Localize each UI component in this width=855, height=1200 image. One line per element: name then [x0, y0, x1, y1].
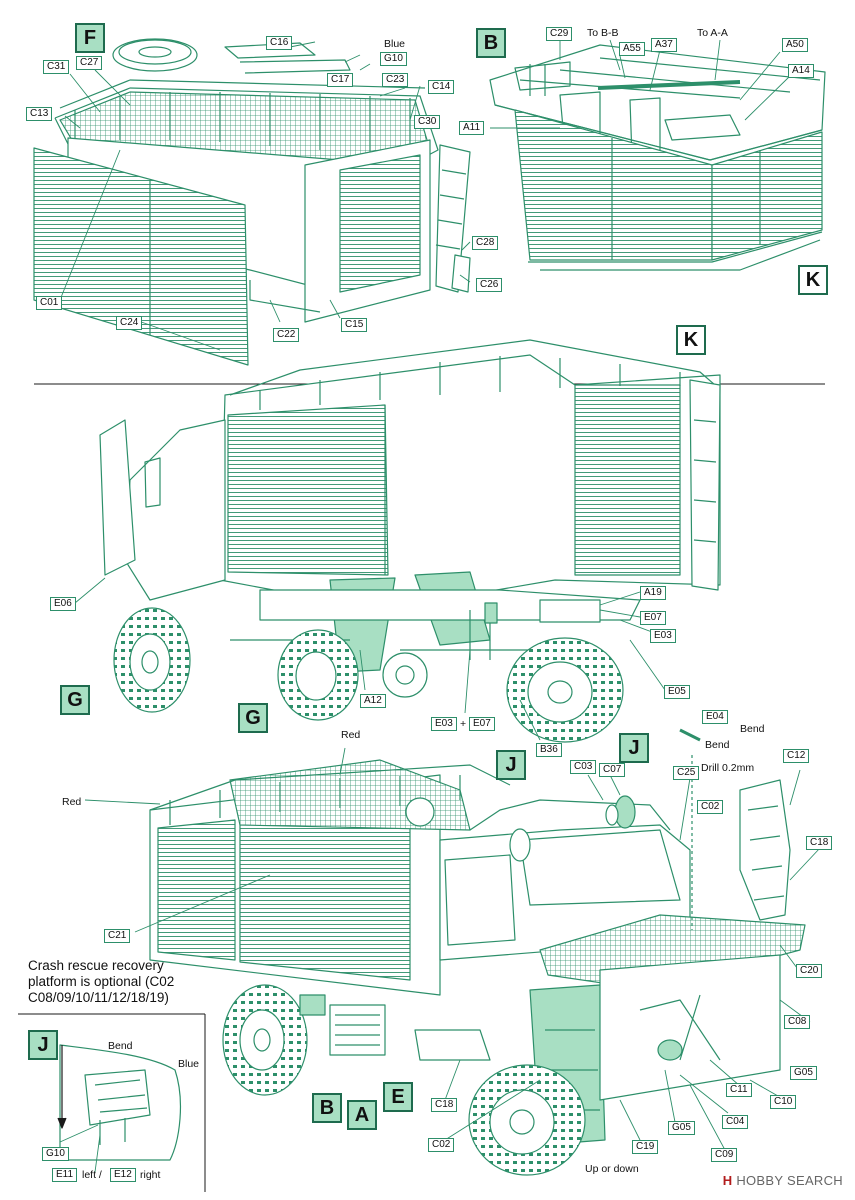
label-j-right: right [140, 1169, 161, 1181]
label-j-g10: G10 [42, 1147, 69, 1161]
label-c28: C28 [472, 236, 499, 250]
label-c17: C17 [327, 73, 354, 87]
label-e04: E04 [702, 710, 728, 724]
label-j-e12: E12 [110, 1168, 136, 1182]
label-up-or-down: Up or down [585, 1163, 639, 1175]
panel-g-left: G [60, 685, 90, 715]
label-c15: C15 [341, 318, 368, 332]
label-e07: E07 [640, 611, 666, 625]
label-a55: A55 [619, 42, 645, 56]
label-c04: C04 [722, 1115, 749, 1129]
label-j-e11: E11 [52, 1168, 78, 1182]
label-red-left: Red [62, 796, 82, 808]
label-g05-right: G05 [790, 1066, 817, 1080]
label-c02-lower: C02 [428, 1138, 455, 1152]
label-e06: E06 [50, 597, 76, 611]
label-e05: E05 [664, 685, 690, 699]
label-c18-right: C18 [806, 836, 833, 850]
panel-g-mid: G [238, 703, 268, 733]
label-bend-2: Bend [705, 739, 730, 751]
label-a14: A14 [788, 64, 814, 78]
label-c07: C07 [599, 763, 626, 777]
label-a12: A12 [360, 694, 386, 708]
inset-j-detail [18, 1013, 206, 1192]
label-c11: C11 [726, 1083, 752, 1097]
label-to-bb: To B-B [587, 27, 619, 39]
label-c08: C08 [784, 1015, 811, 1029]
label-e03: E03 [650, 629, 676, 643]
panel-k-mid: K [676, 325, 706, 355]
vehicle-front-view [149, 728, 806, 1176]
label-to-aa: To A-A [697, 27, 728, 39]
panel-j-lower: J [496, 750, 526, 780]
label-plus: + [460, 718, 467, 730]
watermark-text: HOBBY SEARCH [736, 1173, 843, 1188]
label-c18-lower: C18 [431, 1098, 458, 1112]
label-j-bend: Bend [108, 1040, 133, 1052]
label-c23: C23 [382, 73, 409, 87]
label-c13: C13 [26, 107, 53, 121]
label-c01: C01 [36, 296, 63, 310]
label-a11: A11 [459, 121, 485, 135]
panel-b-top: B [476, 28, 506, 58]
label-c31: C31 [43, 60, 70, 74]
label-c21: C21 [104, 929, 131, 943]
label-f-blue: Blue [384, 38, 406, 50]
panel-b-bottom: B [312, 1093, 342, 1123]
panel-j-inset: J [28, 1030, 58, 1060]
label-e07-combo: E07 [469, 717, 495, 731]
label-red-top: Red [341, 729, 361, 741]
panel-k-corner: K [798, 265, 828, 295]
optional-platform-note: Crash rescue recovery platform is option… [28, 958, 218, 1006]
label-b36: B36 [536, 743, 562, 757]
note-line-2: platform is optional (C02 [28, 974, 175, 989]
label-g05-lower: G05 [668, 1121, 695, 1135]
label-c19: C19 [632, 1140, 659, 1154]
label-c10: C10 [770, 1095, 797, 1109]
label-a50: A50 [782, 38, 808, 52]
label-a19: A19 [640, 586, 666, 600]
body-interior-b [489, 44, 826, 271]
label-g10: G10 [380, 52, 407, 66]
label-c02-top: C02 [697, 800, 724, 814]
label-c12: C12 [783, 749, 810, 763]
label-c30: C30 [414, 115, 441, 129]
panel-f: F [75, 23, 105, 53]
watermark-logo: H [722, 1173, 733, 1188]
panel-j-upper: J [619, 733, 649, 763]
vehicle-rear-view [99, 339, 721, 743]
label-c26: C26 [476, 278, 503, 292]
label-j-left: left / [82, 1169, 102, 1181]
label-c27: C27 [76, 56, 103, 70]
leader-lines [59, 37, 821, 1173]
label-c03: C03 [570, 760, 597, 774]
panel-e-bottom: E [383, 1082, 413, 1112]
label-c16: C16 [266, 36, 293, 50]
note-line-3: C08/09/10/11/12/18/19) [28, 990, 169, 1005]
label-c24: C24 [116, 316, 143, 330]
label-a37: A37 [651, 38, 677, 52]
label-j-blue: Blue [178, 1058, 200, 1070]
label-bend-1: Bend [740, 723, 765, 735]
label-c14: C14 [428, 80, 455, 94]
label-c20: C20 [796, 964, 823, 978]
label-c22: C22 [273, 328, 300, 342]
watermark: H HOBBY SEARCH [723, 1173, 843, 1188]
label-c09: C09 [711, 1148, 738, 1162]
panel-a-bottom: A [347, 1100, 377, 1130]
label-e03-combo: E03 [431, 717, 457, 731]
label-c25: C25 [673, 766, 700, 780]
label-drill: Drill 0.2mm [701, 762, 755, 774]
note-line-1: Crash rescue recovery [28, 958, 164, 973]
label-c29: C29 [546, 27, 573, 41]
